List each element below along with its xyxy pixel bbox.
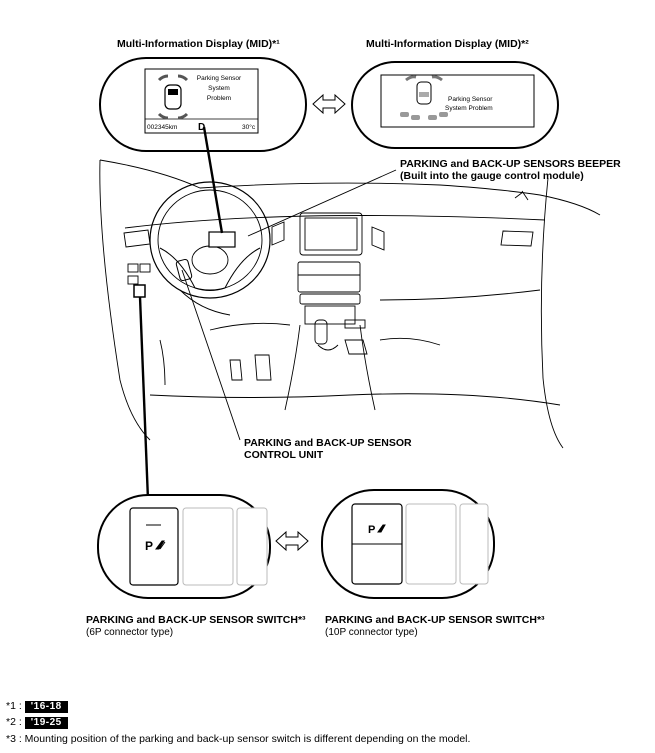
- switch-6p-label-line2: (6P connector type): [86, 627, 174, 638]
- beeper-label-line2: (Built into the gauge control module): [400, 170, 584, 182]
- note-2-key: *2 :: [6, 716, 22, 728]
- parking-switch-symbol: P: [145, 539, 153, 553]
- switch-10p-label-line1: PARKING and BACK-UP SENSOR SWITCH*³: [325, 614, 545, 626]
- note-1-badge: '16-18: [24, 701, 68, 713]
- mid-left-msg-line1: Parking Sensor: [197, 75, 242, 82]
- parking-switch-symbol-10p: P: [368, 524, 375, 536]
- car-icon-right: [400, 75, 448, 120]
- mid-right-callout: Parking Sensor System Problem: [351, 61, 559, 149]
- double-arrow-icon: [275, 530, 309, 552]
- note-2: *2 :'19-25: [6, 716, 68, 729]
- mid-right-msg-line1: Parking Sensor: [448, 96, 493, 103]
- sensor-wave-icon: [155, 540, 166, 550]
- mid-right-msg-line2: System Problem: [445, 105, 493, 112]
- control-unit-label-line1: PARKING and BACK-UP SENSOR: [244, 437, 412, 449]
- sensor-switch-location: [133, 284, 146, 298]
- switch-10p-callout: P: [321, 489, 495, 599]
- note-1: *1 :'16-18: [6, 700, 68, 713]
- gear-indicator: D: [198, 122, 205, 133]
- car-icon: [157, 74, 189, 120]
- mid-left-title: Multi-Information Display (MID)*¹: [117, 38, 280, 50]
- mid-left-callout: Parking Sensor System Problem 002345km D…: [99, 57, 307, 152]
- dashboard-illustration: [99, 159, 601, 449]
- leader-lines: [138, 126, 397, 501]
- control-unit-label-line2: CONTROL UNIT: [244, 449, 324, 461]
- note-1-key: *1 :: [6, 700, 22, 712]
- switch-6p-callout: P: [97, 494, 271, 599]
- sensor-wave-icon: [377, 524, 386, 533]
- temperature: 30°c: [242, 123, 256, 131]
- gauge-control-module: [208, 231, 236, 248]
- steering-wheel: [149, 181, 271, 299]
- mid-left-msg-line2: System: [208, 85, 230, 92]
- double-arrow-icon: [312, 93, 346, 115]
- switch-6p-label-line1: PARKING and BACK-UP SENSOR SWITCH*³: [86, 614, 306, 626]
- mid-left-msg-line3: Problem: [207, 95, 231, 102]
- note-2-badge: '19-25: [24, 717, 68, 729]
- mid-right-title: Multi-Information Display (MID)*²: [366, 38, 529, 50]
- note-3: *3 : Mounting position of the parking an…: [6, 733, 471, 745]
- odometer: 002345km: [147, 124, 177, 131]
- beeper-label-line1: PARKING and BACK-UP SENSORS BEEPER: [400, 158, 621, 170]
- switch-10p-label-line2: (10P connector type): [325, 627, 418, 638]
